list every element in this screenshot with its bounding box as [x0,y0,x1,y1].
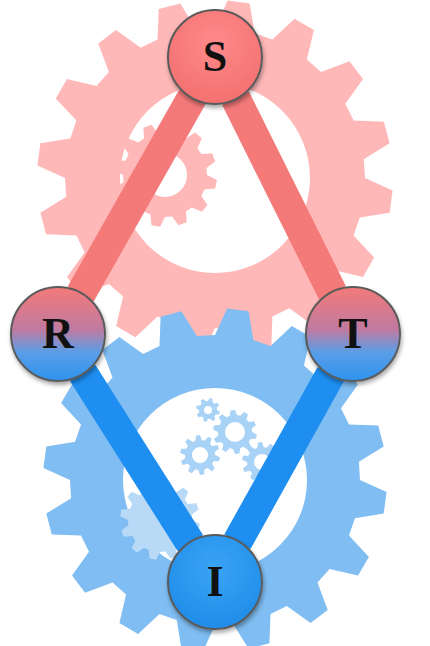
connector-band [81,97,193,294]
letter-circle: R [10,286,106,382]
letter-circle: S [167,9,263,105]
letter-circle: T [305,286,401,382]
node-letter: S [203,35,227,79]
connector-band [237,374,330,542]
node-letter: T [338,312,367,356]
small-gear [180,435,220,475]
connector-band [236,98,333,293]
small-gear [196,398,220,422]
node-letter: R [42,312,74,356]
connector-band [83,373,191,543]
node-letter: I [206,560,223,604]
letter-circle: I [167,534,263,630]
